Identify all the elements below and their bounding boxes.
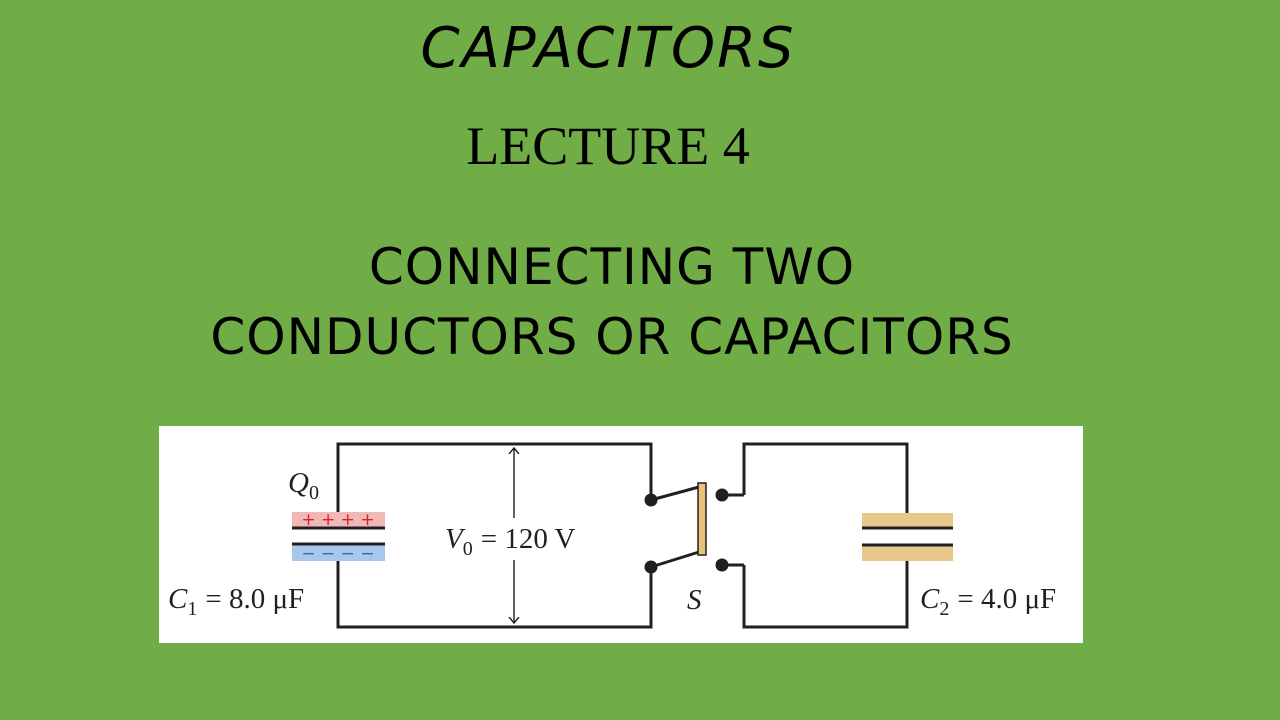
left-circuit-wires <box>336 442 653 629</box>
switch-terminal-left-bottom <box>644 560 658 574</box>
c1-negative-charge-region <box>292 545 385 561</box>
c2-top-plate-fill <box>862 513 953 527</box>
switch-s <box>644 482 744 574</box>
charge-label: Q0 <box>288 467 319 504</box>
left-bottom-wire <box>336 551 653 629</box>
c2-bottom-plate-fill <box>862 546 953 561</box>
voltage-label-backdrop <box>441 518 591 560</box>
switch-terminal-left-top <box>644 493 658 507</box>
switch-upper-lead <box>650 485 700 502</box>
capacitor-c2 <box>862 513 953 561</box>
switch-blade <box>697 482 707 556</box>
subtitle-line-2: CONDUCTORS OR CAPACITORS <box>210 308 1014 366</box>
voltage-label: V0= 120 V <box>445 523 576 560</box>
circuit-svg: + + + + − − − − Q0 C1= 8.0 μF V0= 120 V … <box>168 442 1056 629</box>
c1-positive-signs: + + + + <box>301 510 374 530</box>
subtitle-line-1: CONNECTING TWO <box>368 238 856 296</box>
right-circuit-wires <box>742 442 909 629</box>
right-top-wire <box>742 442 909 527</box>
lecture-label: LECTURE 4 <box>466 116 750 176</box>
circuit-diagram: + + + + − − − − Q0 C1= 8.0 μF V0= 120 V … <box>159 426 1083 643</box>
c1-negative-signs: − − − − <box>301 544 374 564</box>
switch-label: S <box>687 584 702 616</box>
switch-lower-lead <box>650 550 700 569</box>
c1-positive-charge-region <box>292 512 385 528</box>
slide-title: CAPACITORS <box>420 16 796 81</box>
left-top-wire <box>336 442 653 527</box>
capacitor-c1: + + + + − − − − <box>292 510 385 564</box>
right-bottom-wire <box>742 545 909 629</box>
c2-label: C2= 4.0 μF <box>920 583 1056 620</box>
c1-label: C1= 8.0 μF <box>168 583 304 620</box>
